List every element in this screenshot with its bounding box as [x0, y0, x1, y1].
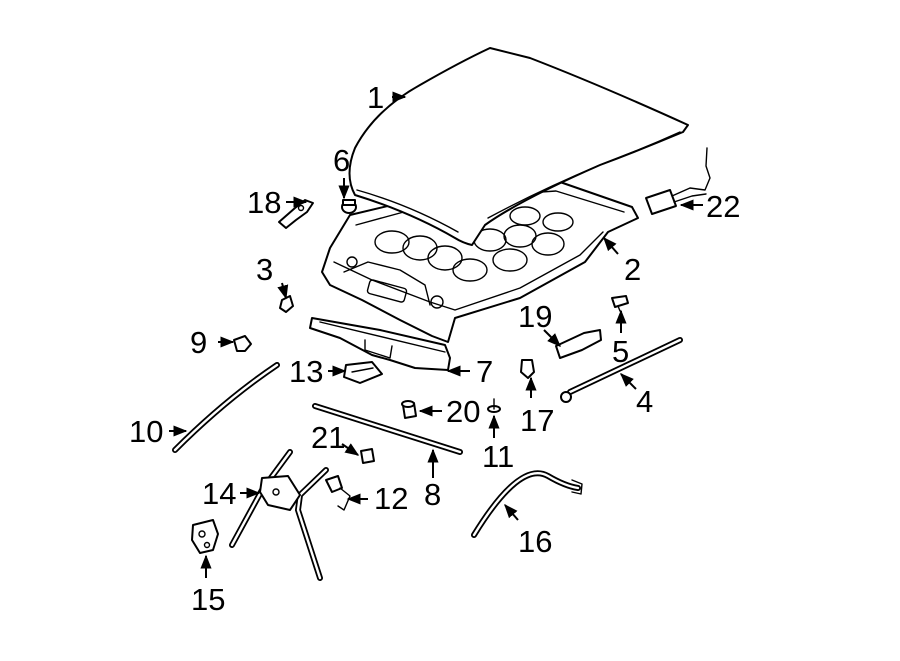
release-handle-13 [343, 361, 383, 384]
callout-17: 17 [520, 403, 554, 438]
callout-8: 8 [424, 477, 441, 512]
callout-6: 6 [333, 143, 350, 178]
cap-20 [401, 400, 417, 419]
leader-3 [277, 282, 289, 300]
callouts: 1 2 3 4 5 6 7 8 9 10 11 12 13 14 15 16 1… [129, 80, 740, 617]
leader-4 [620, 373, 637, 390]
release-cable-16 [471, 470, 583, 538]
connector-22 [645, 147, 711, 215]
seal-strip-8 [312, 403, 463, 455]
callout-19: 19 [518, 299, 552, 334]
callout-21: 21 [311, 420, 345, 455]
callout-3: 3 [256, 252, 273, 287]
callout-12: 12 [374, 481, 408, 516]
leader-lines [169, 91, 703, 578]
hood-inner-panel [321, 181, 639, 343]
callout-18: 18 [247, 185, 281, 220]
callout-10: 10 [129, 414, 163, 449]
hood-strut-4 [560, 337, 683, 403]
callout-11: 11 [482, 439, 514, 474]
bumper-stop-3 [279, 295, 294, 313]
fastener-21 [360, 448, 375, 464]
callout-14: 14 [202, 476, 236, 511]
callout-16: 16 [518, 524, 552, 559]
callout-5: 5 [612, 334, 629, 369]
callout-1: 1 [367, 80, 384, 115]
hood-latch-15 [191, 519, 219, 554]
weatherstrip-10 [172, 362, 280, 453]
leader-19 [543, 329, 561, 347]
push-clip-6 [341, 199, 357, 214]
callout-22: 22 [706, 189, 740, 224]
clip-17 [520, 359, 535, 379]
latch-bracket-12 [325, 475, 351, 511]
bumper-cushion-9 [233, 335, 252, 352]
bracket-19 [555, 329, 602, 359]
leader-16 [504, 503, 519, 521]
hinge-bracket-18 [278, 199, 314, 229]
callout-20: 20 [446, 394, 480, 429]
leader-2 [603, 236, 619, 255]
bolt-5 [611, 295, 629, 312]
callout-7: 7 [476, 354, 493, 389]
hood-seal-strip [309, 317, 451, 371]
hood-outer-panel [348, 47, 689, 246]
leader-21 [341, 443, 360, 456]
callout-2: 2 [624, 252, 641, 287]
callout-9: 9 [190, 325, 207, 360]
bolt-11 [487, 398, 501, 413]
callout-15: 15 [191, 582, 225, 617]
callout-13: 13 [289, 354, 323, 389]
callout-4: 4 [636, 384, 653, 419]
support-rod-14 [229, 449, 329, 581]
